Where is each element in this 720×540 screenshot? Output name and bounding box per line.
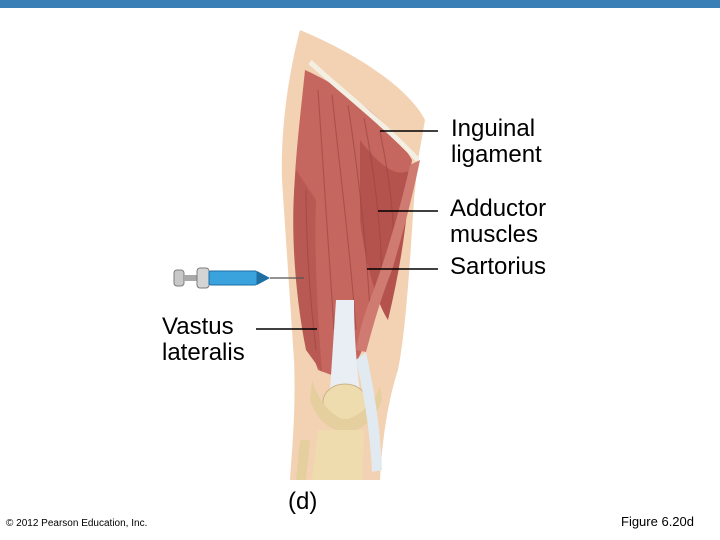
adductor-muscle xyxy=(360,140,410,320)
syringe-icon xyxy=(173,267,304,289)
patellar-tendon xyxy=(330,300,360,392)
figure-number: Figure 6.20d xyxy=(621,514,694,529)
panel-label: (d) xyxy=(288,488,318,515)
label-adductor-muscles: Adductor muscles xyxy=(450,195,547,248)
sartorius-muscle xyxy=(356,160,420,352)
femur-condyles xyxy=(310,380,382,432)
quadriceps-muscle xyxy=(293,70,412,380)
inguinal-ligament-band xyxy=(308,60,420,162)
label-vastus-lateralis: Vastus lateralis xyxy=(162,313,245,366)
vastus-lateralis-muscle xyxy=(293,170,322,372)
fibula xyxy=(296,440,310,480)
top-accent-bar xyxy=(0,0,720,8)
medial-tendon xyxy=(356,352,382,472)
tibia xyxy=(312,430,364,480)
label-inguinal-ligament: Inguinal ligament xyxy=(451,115,542,168)
label-sartorius: Sartorius xyxy=(450,253,547,280)
copyright-notice: © 2012 Pearson Education, Inc. xyxy=(6,518,148,529)
